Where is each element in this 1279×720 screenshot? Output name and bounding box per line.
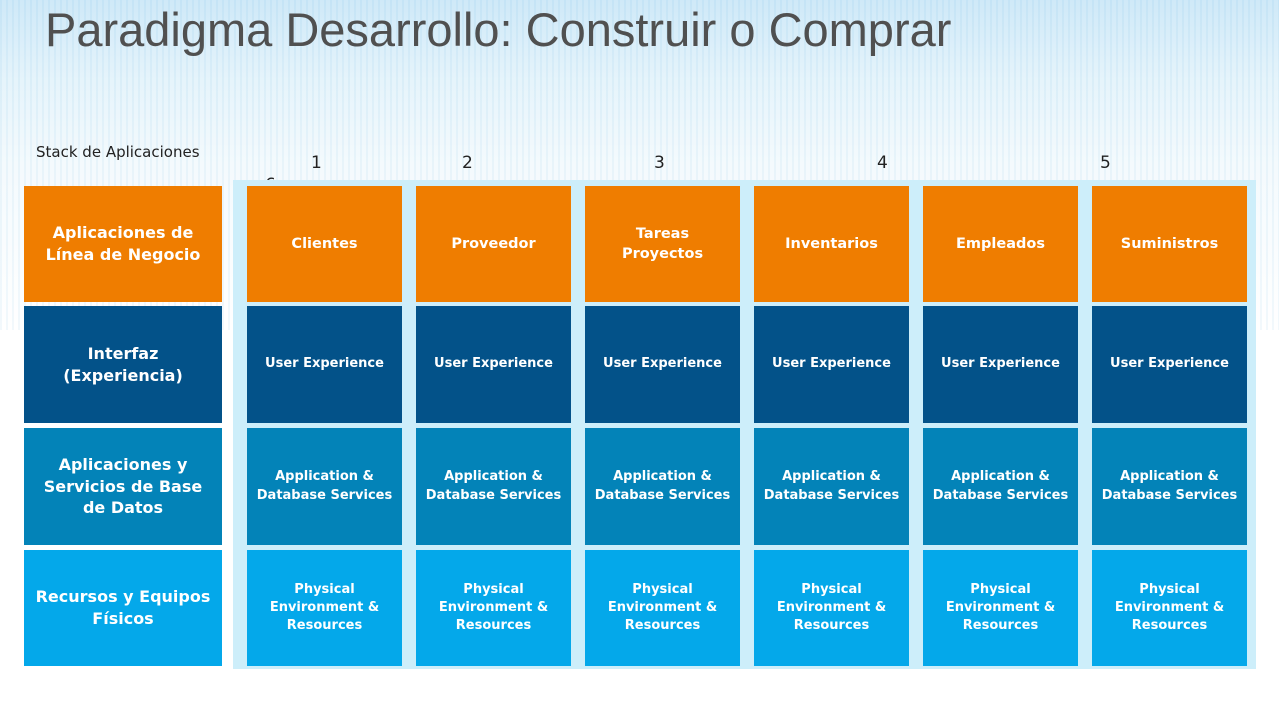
column-number-3: 3 <box>654 153 665 173</box>
services-cell: Application & Database Services <box>923 428 1078 545</box>
app-cell-inventarios: Inventarios <box>754 186 909 302</box>
services-cell: Application & Database Services <box>585 428 740 545</box>
column-number-4: 4 <box>877 153 888 173</box>
services-cell: Application & Database Services <box>1092 428 1247 545</box>
row-label-services: Aplicaciones y Servicios de Base de Dato… <box>24 428 222 545</box>
services-cell: Application & Database Services <box>754 428 909 545</box>
physical-cell: Physical Environment & Resources <box>1092 550 1247 666</box>
ux-cell: User Experience <box>416 306 571 423</box>
physical-cell: Physical Environment & Resources <box>247 550 402 666</box>
ux-cell: User Experience <box>585 306 740 423</box>
row-label-physical: Recursos y Equipos Físicos <box>24 550 222 666</box>
slide-title: Paradigma Desarrollo: Construir o Compra… <box>45 3 952 56</box>
services-cell: Application & Database Services <box>416 428 571 545</box>
row-label-interface: Interfaz (Experiencia) <box>24 306 222 423</box>
app-cell-empleados: Empleados <box>923 186 1078 302</box>
ux-cell: User Experience <box>247 306 402 423</box>
physical-cell: Physical Environment & Resources <box>585 550 740 666</box>
services-cell: Application & Database Services <box>247 428 402 545</box>
app-cell-proveedor: Proveedor <box>416 186 571 302</box>
app-cell-tareas-proyectos: Tareas Proyectos <box>585 186 740 302</box>
row-label-business-apps: Aplicaciones de Línea de Negocio <box>24 186 222 302</box>
column-number-1: 1 <box>311 153 322 173</box>
physical-cell: Physical Environment & Resources <box>923 550 1078 666</box>
ux-cell: User Experience <box>754 306 909 423</box>
column-number-5: 5 <box>1100 153 1111 173</box>
stack-label: Stack de Aplicaciones <box>36 143 200 161</box>
physical-cell: Physical Environment & Resources <box>416 550 571 666</box>
stack-frame <box>233 180 1256 669</box>
column-number-2: 2 <box>462 153 473 173</box>
physical-cell: Physical Environment & Resources <box>754 550 909 666</box>
ux-cell: User Experience <box>923 306 1078 423</box>
ux-cell: User Experience <box>1092 306 1247 423</box>
app-cell-clientes: Clientes <box>247 186 402 302</box>
app-cell-suministros: Suministros <box>1092 186 1247 302</box>
